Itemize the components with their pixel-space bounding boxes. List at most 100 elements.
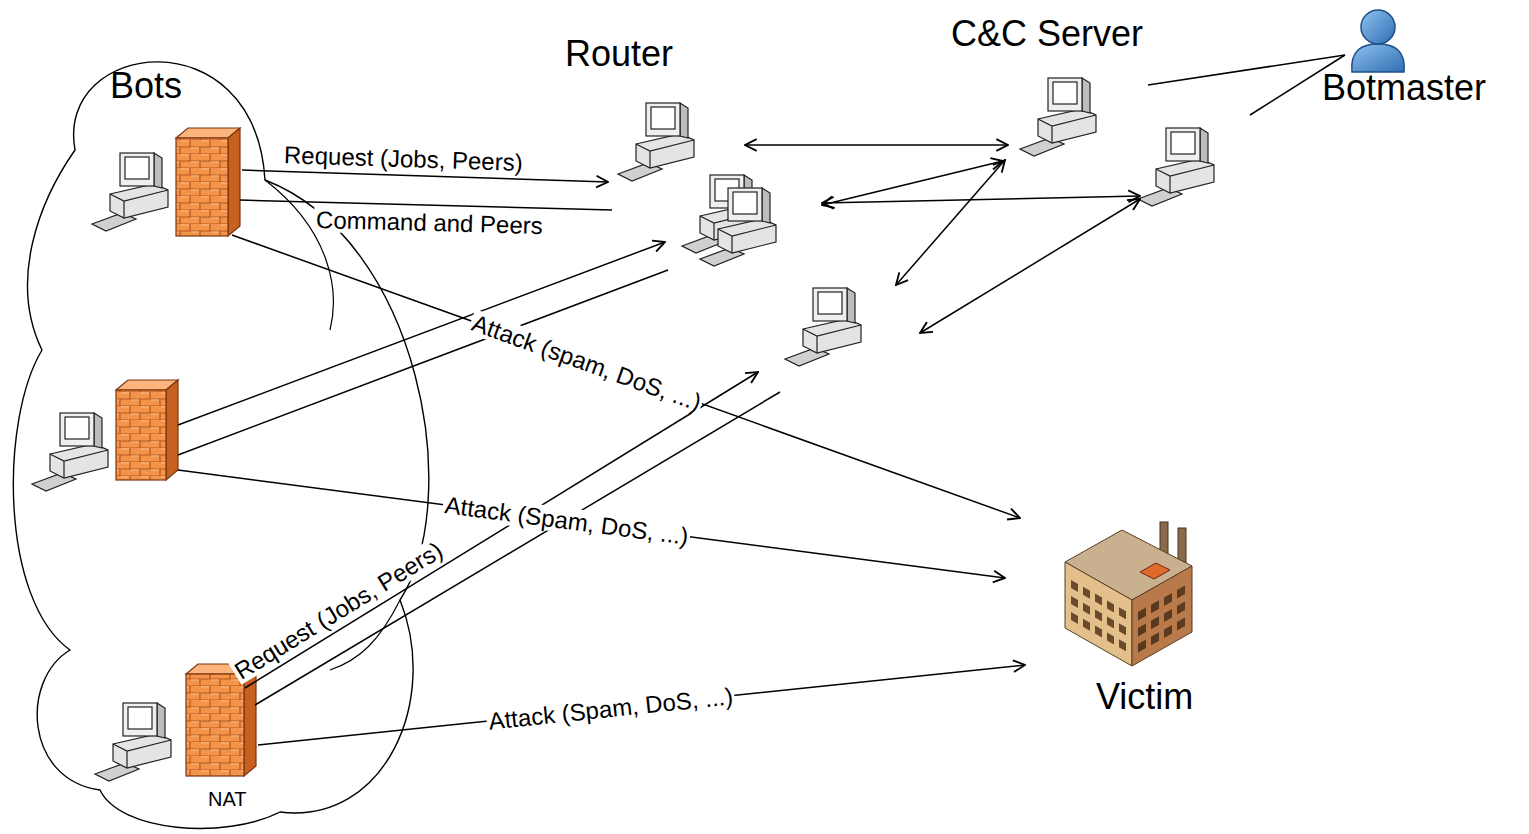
window (1119, 639, 1126, 651)
monitor (1048, 78, 1082, 111)
screen (818, 292, 842, 314)
edge-label-holder: Request (Jobs, Peers) (229, 536, 449, 685)
factory-windows (1071, 580, 1185, 653)
edge-label-holder: Request (Jobs, Peers) (282, 142, 525, 175)
computer-icon (1138, 128, 1214, 206)
edge-label: Attack (Spam, DoS, ...) (441, 492, 692, 549)
factory-side (1132, 566, 1192, 666)
edge-label: Attack (Spam, DoS, ...) (485, 683, 736, 734)
window (1138, 640, 1146, 653)
connector (232, 235, 1020, 518)
connector (1148, 55, 1345, 85)
tower (718, 219, 776, 253)
window (1107, 632, 1114, 644)
firewall-icon (176, 128, 240, 236)
node-label: Victim (1096, 677, 1193, 717)
cc-server-group: C&C Server (945, 6, 1185, 56)
tower (1038, 109, 1096, 143)
monitor-side (762, 188, 770, 223)
edge-label-holder: Attack (spam, DoS, ...) (467, 309, 706, 416)
connector (178, 242, 665, 425)
router-mesh-links (822, 160, 1140, 333)
nat-device: NAT (180, 655, 270, 834)
mesh-link (920, 199, 1140, 333)
tower-edge (803, 325, 861, 353)
window (1151, 616, 1159, 629)
edge-label: Attack (spam, DoS, ...) (467, 309, 706, 416)
tower (803, 319, 861, 353)
screen (651, 107, 675, 129)
factory-front (1065, 562, 1132, 666)
screen (65, 417, 89, 439)
connector (242, 170, 608, 182)
monitor (813, 288, 847, 321)
window (1164, 593, 1172, 606)
connector (178, 270, 668, 455)
connector (258, 665, 1025, 745)
window (1095, 610, 1102, 622)
mesh-link (822, 161, 1003, 205)
computer-icons (32, 78, 1214, 781)
edge-label: Request (Jobs, Peers) (229, 536, 449, 685)
screen (128, 707, 152, 729)
router-group: Router (555, 30, 715, 80)
window (1071, 612, 1078, 624)
firewall-icon (116, 380, 178, 480)
node-label: Botmaster (1322, 68, 1486, 108)
computer-icon (32, 413, 108, 491)
monitor-side (1082, 78, 1090, 113)
edge-label: Request (Jobs, Peers) (282, 142, 525, 175)
tower (113, 734, 171, 768)
monitor (728, 188, 762, 221)
node-label: Bots (110, 66, 182, 106)
window (1083, 603, 1090, 615)
window (1151, 632, 1159, 645)
bot-cloud: BotsNAT (10, 30, 450, 830)
monitor-side (680, 103, 688, 138)
firewall-icon (186, 664, 256, 776)
window (1151, 600, 1159, 613)
window (1164, 625, 1172, 638)
tower-edge (1156, 165, 1214, 193)
window (1119, 607, 1126, 619)
screen (125, 157, 149, 179)
firewall-front (176, 138, 228, 236)
victim: Victim (1050, 515, 1240, 730)
connector (245, 372, 758, 688)
firewall-front (116, 390, 166, 480)
screen (733, 192, 757, 214)
connector (255, 392, 780, 705)
edge-label-holder: Attack (Spam, DoS, ...) (485, 683, 736, 734)
monitor (646, 103, 680, 136)
monitor-side (1200, 128, 1208, 163)
bot-cloud-outline (13, 62, 428, 829)
node-label: NAT (208, 788, 247, 810)
computer-icon (95, 703, 171, 781)
computer-icon (785, 288, 861, 366)
roof-unit (1140, 563, 1170, 579)
computer-icon (1020, 78, 1096, 156)
computer-icon (700, 188, 776, 266)
monitor (123, 703, 157, 736)
firewall-side (244, 664, 256, 776)
tower-edge (636, 140, 694, 168)
window (1177, 586, 1185, 599)
window (1119, 623, 1126, 635)
edge-label-holder: Attack (Spam, DoS, ...) (441, 492, 692, 549)
connector (240, 200, 612, 210)
tower (1156, 159, 1214, 193)
window (1164, 609, 1172, 622)
connector (745, 144, 1008, 146)
monitor-side (94, 413, 102, 448)
tower-edge (1038, 115, 1096, 143)
window (1071, 580, 1078, 592)
tower-edge (50, 450, 108, 478)
person-head (1361, 10, 1395, 44)
edge-label: Command and Peers (314, 206, 545, 237)
botmaster: Botmaster (1318, 0, 1524, 112)
tower-edge (110, 190, 168, 218)
window (1083, 619, 1090, 631)
